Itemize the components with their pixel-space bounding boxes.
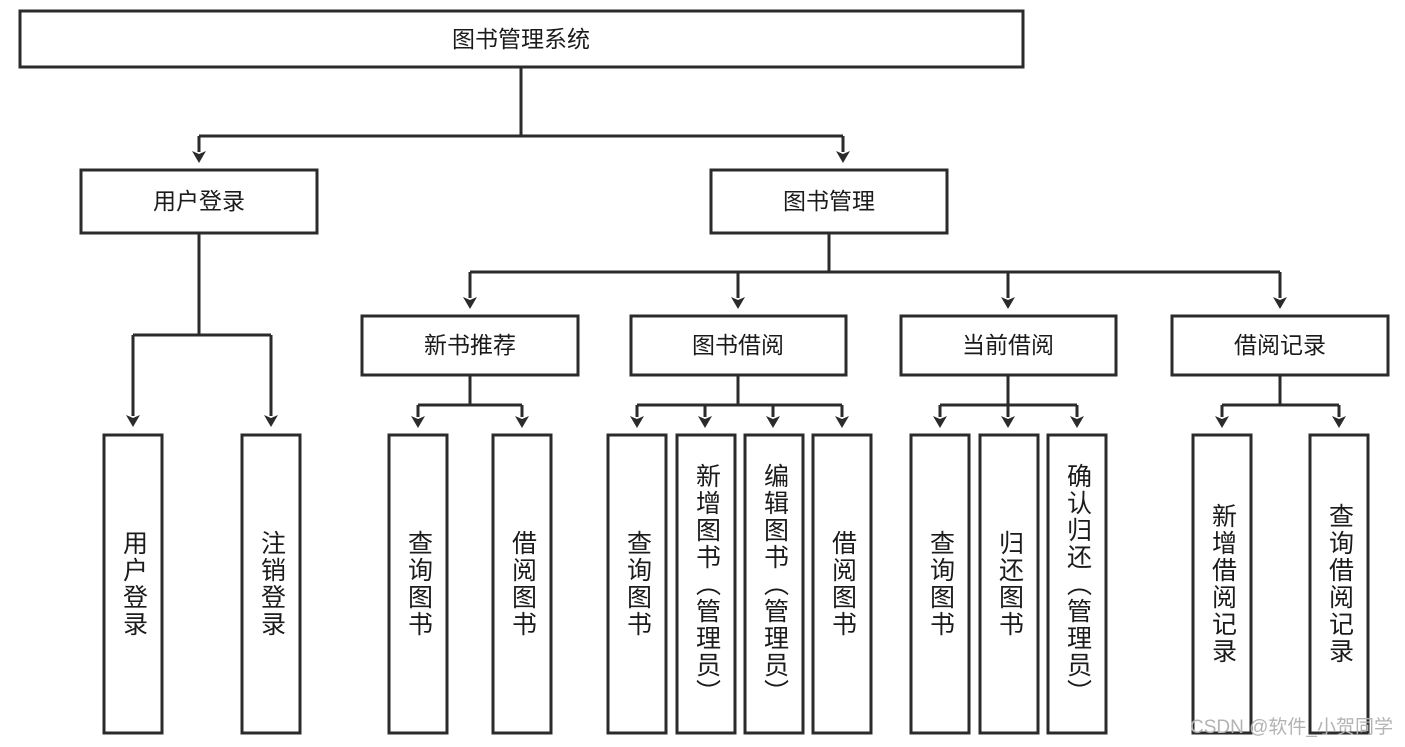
node-leaf-add-record[interactable] bbox=[1191, 433, 1253, 735]
connector-currentborrow-to-leaves bbox=[933, 375, 1084, 428]
node-leaf-confirm-return[interactable] bbox=[1046, 433, 1108, 735]
node-leaf-user-login[interactable] bbox=[102, 433, 164, 735]
connector-newbook-to-leaves bbox=[411, 375, 529, 428]
node-book-borrow[interactable]: 图书借阅 bbox=[629, 314, 848, 377]
connector-borrowrecord-to-leaves bbox=[1215, 375, 1346, 428]
node-user-login[interactable]: 用户登录 bbox=[79, 168, 319, 235]
node-leaf-logout-login[interactable] bbox=[240, 433, 302, 735]
node-label: 借阅记录 bbox=[1234, 332, 1326, 358]
node-new-book-recommend[interactable]: 新书推荐 bbox=[360, 314, 580, 377]
node-book-management[interactable]: 图书管理 bbox=[709, 168, 949, 235]
connector-bookborrow-to-leaves bbox=[630, 375, 849, 428]
node-label: 图书管理 bbox=[783, 188, 875, 214]
node-book-management-system[interactable]: 图书管理系统 bbox=[18, 9, 1025, 69]
connector-bookmgmt-to-level3 bbox=[463, 233, 1287, 309]
node-leaf-query-book-1[interactable] bbox=[387, 433, 449, 735]
node-leaf-query-book-3[interactable] bbox=[909, 433, 971, 735]
node-current-borrow[interactable]: 当前借阅 bbox=[899, 314, 1118, 377]
node-borrow-record[interactable]: 借阅记录 bbox=[1170, 314, 1390, 377]
node-label: 当前借阅 bbox=[962, 332, 1054, 358]
node-label: 新书推荐 bbox=[424, 332, 516, 358]
node-leaf-edit-book[interactable] bbox=[743, 433, 805, 735]
connector-root-to-level2 bbox=[192, 67, 850, 163]
node-label: 图书借阅 bbox=[692, 332, 784, 358]
connector-userlogin-to-leaves bbox=[126, 233, 278, 427]
node-leaf-return-book[interactable] bbox=[978, 433, 1040, 735]
node-leaf-add-book[interactable] bbox=[675, 433, 737, 735]
node-leaf-query-record[interactable] bbox=[1308, 433, 1370, 735]
node-leaf-borrow-book-1[interactable] bbox=[491, 433, 553, 735]
node-leaf-borrow-book-2[interactable] bbox=[811, 433, 873, 735]
node-label: 用户登录 bbox=[153, 188, 245, 214]
node-label: 图书管理系统 bbox=[452, 26, 590, 52]
node-leaf-query-book-2[interactable] bbox=[606, 433, 668, 735]
